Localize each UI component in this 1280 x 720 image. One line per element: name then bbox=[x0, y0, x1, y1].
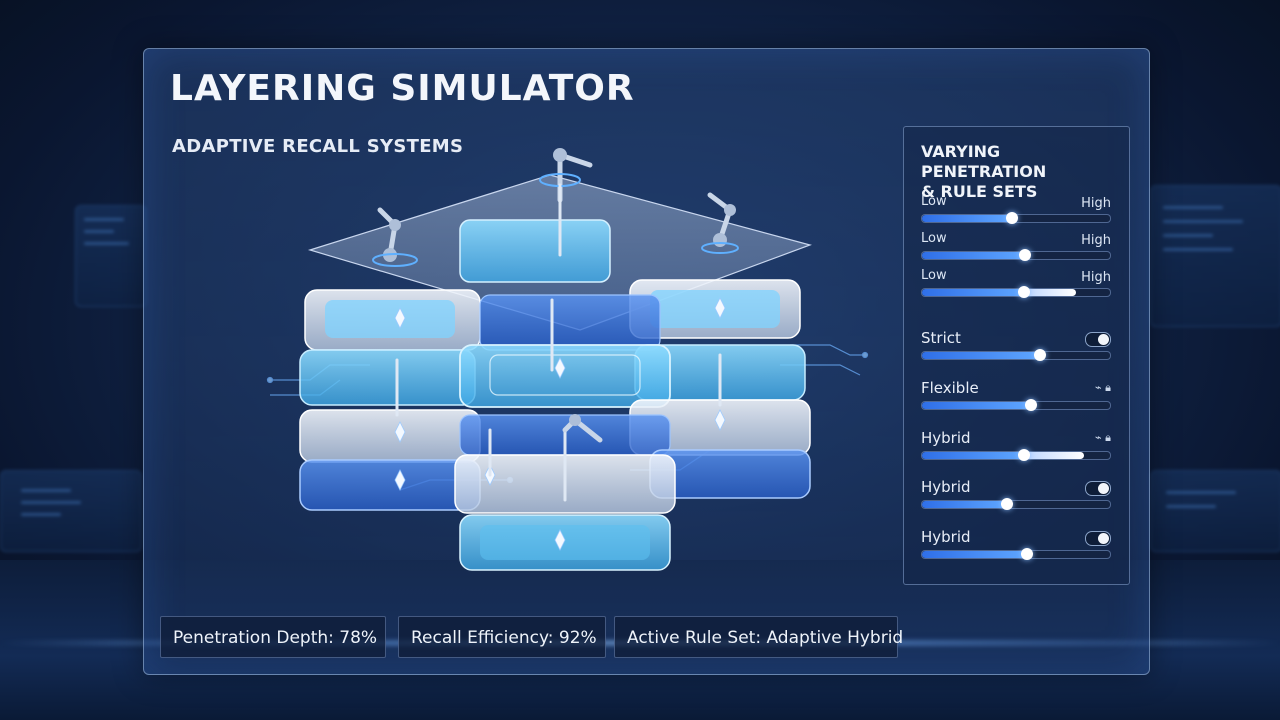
rule-set-label: Flexible bbox=[921, 379, 979, 397]
active-rule-set-stat: Active Rule Set: Adaptive Hybrid bbox=[614, 616, 903, 658]
slider-secondary-fill bbox=[1023, 289, 1077, 296]
slider-knob[interactable] bbox=[1025, 399, 1038, 411]
robot-joint bbox=[389, 219, 401, 231]
layer-tile bbox=[299, 409, 481, 463]
slider-knob[interactable] bbox=[1000, 498, 1013, 510]
slider-knob[interactable] bbox=[1006, 212, 1019, 224]
robot-joint bbox=[724, 204, 736, 216]
diamond-markers bbox=[394, 297, 726, 551]
slider-low-label: Low bbox=[921, 268, 947, 283]
slider-knob[interactable] bbox=[1019, 249, 1032, 261]
layer-tile bbox=[299, 349, 476, 406]
rule-set-label: Hybrid bbox=[921, 528, 971, 546]
slider-low-label: Low bbox=[921, 194, 947, 209]
slider-fill bbox=[922, 452, 1024, 459]
rule-toggle[interactable] bbox=[1085, 332, 1111, 347]
rule-set-label: Hybrid bbox=[921, 478, 971, 496]
slider-knob[interactable] bbox=[1017, 286, 1030, 298]
slider-fill bbox=[922, 252, 1026, 259]
slider-track[interactable] bbox=[921, 399, 1111, 411]
layer-tile bbox=[325, 300, 455, 338]
slider-fill bbox=[922, 551, 1028, 558]
slider-fill bbox=[922, 402, 1032, 409]
rule-set-label: Strict bbox=[921, 329, 961, 347]
slider-knob[interactable] bbox=[1034, 349, 1047, 361]
slider-track[interactable] bbox=[921, 349, 1111, 361]
slider-high-label: High bbox=[1081, 196, 1111, 211]
recall-efficiency-stat: Recall Efficiency: 92% bbox=[398, 616, 606, 658]
slider-track[interactable] bbox=[921, 498, 1111, 510]
slider-track[interactable] bbox=[921, 212, 1111, 224]
slider-high-label: High bbox=[1081, 270, 1111, 285]
rule-set-label: Hybrid bbox=[921, 429, 971, 447]
toggle-knob bbox=[1098, 533, 1109, 544]
slider-track[interactable] bbox=[921, 249, 1111, 261]
app-title: LAYERING SIMULATOR bbox=[170, 68, 635, 109]
slider-knob[interactable] bbox=[1017, 449, 1030, 461]
slider-track[interactable] bbox=[921, 548, 1111, 560]
robot-joint bbox=[713, 233, 727, 247]
slider-track[interactable] bbox=[921, 286, 1111, 298]
slider-fill bbox=[922, 289, 1024, 296]
slider-fill bbox=[922, 352, 1041, 359]
penetration-depth-stat: Penetration Depth: 78% bbox=[160, 616, 386, 658]
layer-tile bbox=[650, 290, 780, 328]
slider-high-label: High bbox=[1081, 233, 1111, 248]
lock-icon[interactable]: ⌁ 🔒︎ bbox=[1095, 431, 1111, 444]
layer-tile bbox=[479, 294, 661, 351]
slider-low-label: Low bbox=[921, 231, 947, 246]
layer-tile bbox=[459, 344, 671, 408]
toggle-knob bbox=[1098, 334, 1109, 345]
control-panel: VARYING PENETRATION & RULE SETS Low High… bbox=[903, 126, 1130, 585]
background-monitor-left bbox=[75, 205, 147, 307]
background-monitor-right bbox=[1150, 185, 1280, 327]
rule-toggle[interactable] bbox=[1085, 531, 1111, 546]
drill-bits bbox=[395, 183, 722, 502]
slider-fill bbox=[922, 501, 1007, 508]
robot-joint bbox=[553, 148, 567, 162]
background-console-left bbox=[0, 470, 142, 552]
app-subtitle: ADAPTIVE RECALL SYSTEMS bbox=[172, 136, 464, 157]
layer-diagram bbox=[266, 148, 869, 571]
layer-tile bbox=[299, 459, 481, 511]
slider-secondary-fill bbox=[1023, 452, 1084, 459]
rule-toggle[interactable] bbox=[1085, 481, 1111, 496]
toggle-knob bbox=[1098, 483, 1109, 494]
control-panel-heading: VARYING PENETRATION & RULE SETS bbox=[921, 142, 1047, 201]
slider-knob[interactable] bbox=[1021, 548, 1034, 560]
background-console-right bbox=[1150, 470, 1280, 552]
layer-tile bbox=[459, 219, 611, 283]
slider-fill bbox=[922, 215, 1013, 222]
lock-icon[interactable]: ⌁ 🔒︎ bbox=[1095, 381, 1111, 394]
slider-track[interactable] bbox=[921, 449, 1111, 461]
